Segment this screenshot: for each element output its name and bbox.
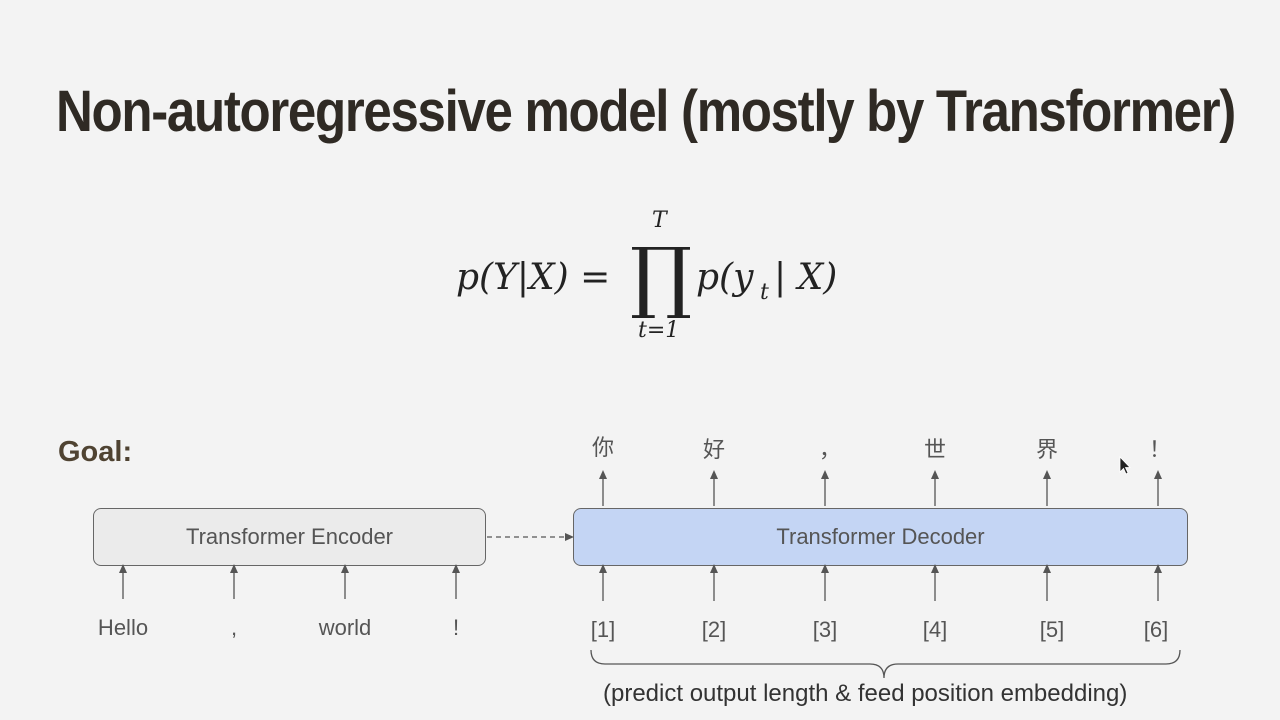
formula: p(Y|X) = T ∏ t=1 p(y t | X) bbox=[456, 208, 837, 343]
formula-rhs: p(y bbox=[696, 257, 754, 298]
transformer-decoder-box: Transformer Decoder bbox=[573, 508, 1188, 566]
formula-rhs-subscript: t bbox=[760, 280, 769, 305]
formula-rhs-end: | X) bbox=[774, 257, 837, 298]
encoder-label: Transformer Encoder bbox=[185, 524, 394, 549]
goal-label: Goal: bbox=[58, 436, 133, 468]
decoder-output-token: ！ bbox=[1148, 438, 1172, 463]
decoder-input-token: [5] bbox=[1039, 617, 1065, 642]
encoder-input-token: Hello bbox=[97, 615, 149, 640]
slide-title: Non-autoregressive model (mostly by Tran… bbox=[56, 79, 1236, 144]
transformer-encoder-box: Transformer Encoder bbox=[93, 508, 486, 566]
decoder-input-arrows bbox=[599, 564, 1162, 601]
formula-upper-limit: T bbox=[652, 208, 669, 233]
formula-lower-limit: t=1 bbox=[638, 318, 679, 343]
decoder-output-token: 界 bbox=[1035, 438, 1059, 463]
brace-caption: (predict output length & feed position e… bbox=[603, 680, 1128, 707]
curly-brace bbox=[590, 649, 1181, 679]
formula-lhs: p(Y|X) = bbox=[456, 257, 610, 298]
decoder-output-token: 你 bbox=[591, 436, 615, 461]
mouse-pointer-icon bbox=[1119, 456, 1131, 475]
encoder-input-token: world bbox=[318, 615, 372, 640]
encoder-input-token: ! bbox=[452, 615, 460, 640]
decoder-output-token: 好 bbox=[702, 438, 726, 463]
decoder-input-token: [1] bbox=[590, 617, 616, 642]
decoder-label: Transformer Decoder bbox=[776, 524, 985, 549]
encoder-input-token: , bbox=[230, 615, 238, 640]
decoder-input-token: [4] bbox=[922, 617, 948, 642]
formula-product-symbol: ∏ bbox=[630, 232, 692, 322]
decoder-output-token: 世 bbox=[923, 438, 947, 463]
decoder-output-token: ， bbox=[818, 438, 842, 463]
encoder-input-arrows bbox=[119, 564, 460, 599]
decoder-input-token: [3] bbox=[812, 617, 838, 642]
decoder-output-arrows bbox=[599, 470, 1162, 506]
decoder-input-token: [2] bbox=[701, 617, 727, 642]
decoder-input-token: [6] bbox=[1143, 617, 1169, 642]
